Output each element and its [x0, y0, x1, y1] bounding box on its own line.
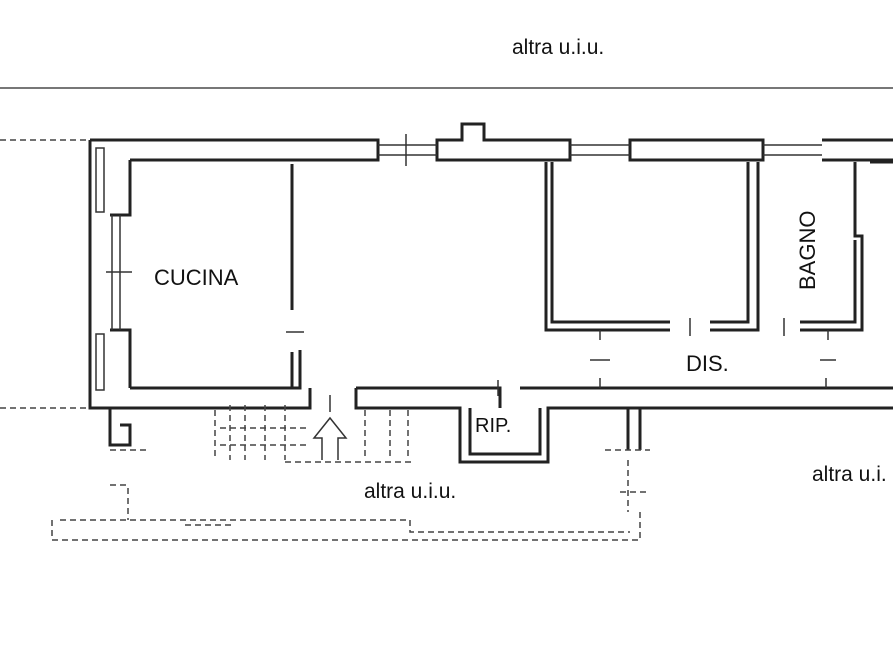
label-bagno: BAGNO: [795, 211, 820, 290]
label-rip: RIP.: [475, 415, 511, 437]
entrance-arrow-icon: [312, 416, 348, 460]
neighbor-outline-bottom: [51, 449, 650, 541]
label-bottom-unit-right: altra u.i.: [812, 463, 887, 486]
label-bottom-unit-left: altra u.i.u.: [364, 480, 456, 503]
interior-walls: [286, 160, 893, 396]
exterior-walls: [88, 122, 893, 464]
label-cucina: CUCINA: [154, 265, 239, 290]
entrance-stairs: [214, 395, 412, 463]
label-top-unit: altra u.i.u.: [512, 36, 604, 59]
label-dis: DIS.: [686, 351, 729, 376]
